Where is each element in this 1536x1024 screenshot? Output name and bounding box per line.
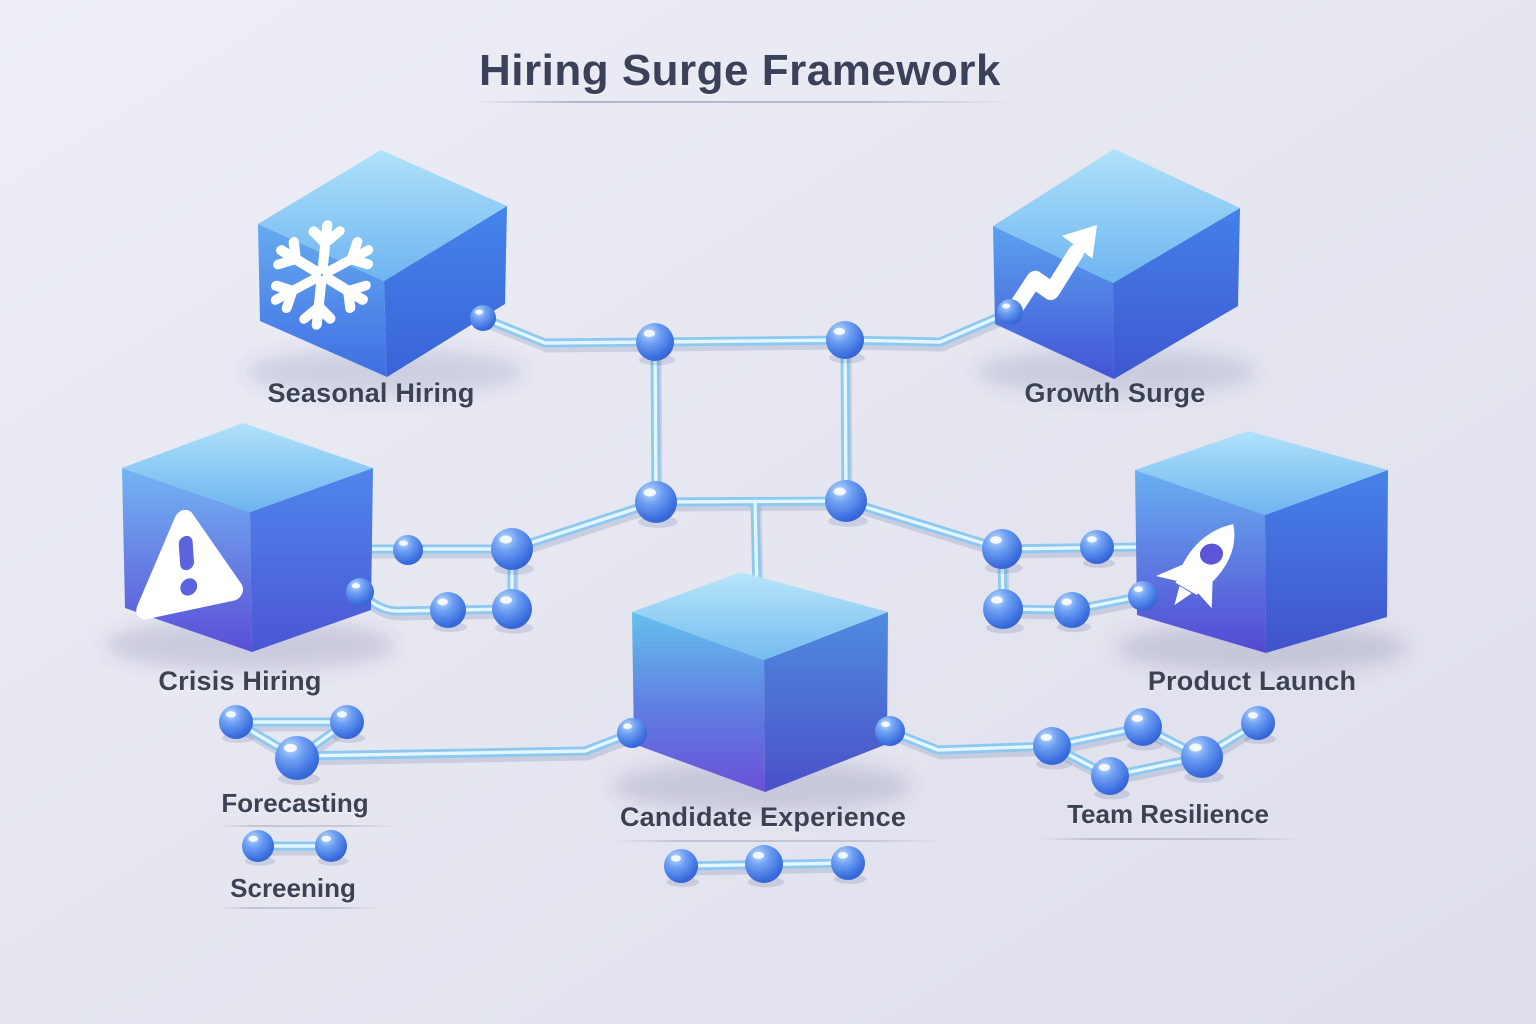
label-team-resilience: Team Resilience bbox=[1067, 799, 1269, 829]
label-forecasting: Forecasting bbox=[221, 788, 369, 818]
node-sphere bbox=[346, 578, 374, 606]
node-sphere bbox=[330, 705, 364, 739]
node-sphere bbox=[1128, 581, 1158, 611]
candidate-divider bbox=[612, 840, 947, 842]
label-candidate-experience: Candidate Experience bbox=[619, 802, 907, 832]
warning-triangle-icon bbox=[136, 509, 244, 620]
node-sphere bbox=[664, 849, 698, 883]
label-crisis-hiring: Crisis Hiring bbox=[158, 666, 322, 696]
node-sphere bbox=[1091, 757, 1129, 795]
label-seasonal-hiring: Seasonal Hiring bbox=[267, 378, 475, 408]
cube-seasonal-hiring bbox=[258, 150, 507, 377]
node-sphere bbox=[617, 718, 647, 748]
node-sphere bbox=[1124, 708, 1162, 746]
cube-product-launch bbox=[1135, 431, 1388, 653]
node-sphere bbox=[1033, 727, 1071, 765]
node-sphere bbox=[745, 845, 783, 883]
node-sphere bbox=[492, 589, 532, 629]
node-sphere bbox=[275, 736, 319, 780]
node-sphere bbox=[982, 529, 1022, 569]
cube-growth-surge bbox=[993, 149, 1240, 379]
team-resilience-divider bbox=[1040, 838, 1305, 840]
node-sphere bbox=[983, 589, 1023, 629]
node-sphere bbox=[1181, 736, 1223, 778]
node-sphere bbox=[242, 830, 274, 862]
node-sphere bbox=[1054, 592, 1090, 628]
node-sphere bbox=[393, 535, 423, 565]
forecasting-divider bbox=[218, 825, 396, 827]
connector-nodes bbox=[219, 299, 1277, 888]
rocket-icon bbox=[1155, 524, 1235, 609]
node-sphere bbox=[315, 830, 347, 862]
node-sphere bbox=[635, 481, 677, 523]
cube-crisis-hiring bbox=[122, 423, 373, 652]
node-sphere bbox=[636, 323, 674, 361]
node-sphere bbox=[470, 305, 496, 331]
title-divider bbox=[475, 101, 1015, 103]
node-sphere bbox=[831, 846, 865, 880]
node-sphere bbox=[1241, 706, 1275, 740]
node-sphere bbox=[826, 321, 864, 359]
label-growth-surge: Growth Surge bbox=[1024, 378, 1206, 408]
node-sphere bbox=[219, 705, 253, 739]
trending-up-icon bbox=[1001, 224, 1098, 325]
node-sphere bbox=[997, 299, 1023, 325]
node-sphere bbox=[825, 480, 867, 522]
node-sphere bbox=[1080, 530, 1114, 564]
node-sphere bbox=[491, 528, 533, 570]
screening-divider bbox=[218, 907, 383, 909]
cube-candidate-experience bbox=[632, 572, 888, 792]
label-product-launch: Product Launch bbox=[1147, 666, 1357, 696]
node-sphere bbox=[430, 592, 466, 628]
label-screening: Screening bbox=[230, 873, 356, 903]
page-title: Hiring Surge Framework bbox=[478, 46, 1002, 95]
node-sphere bbox=[875, 716, 905, 746]
